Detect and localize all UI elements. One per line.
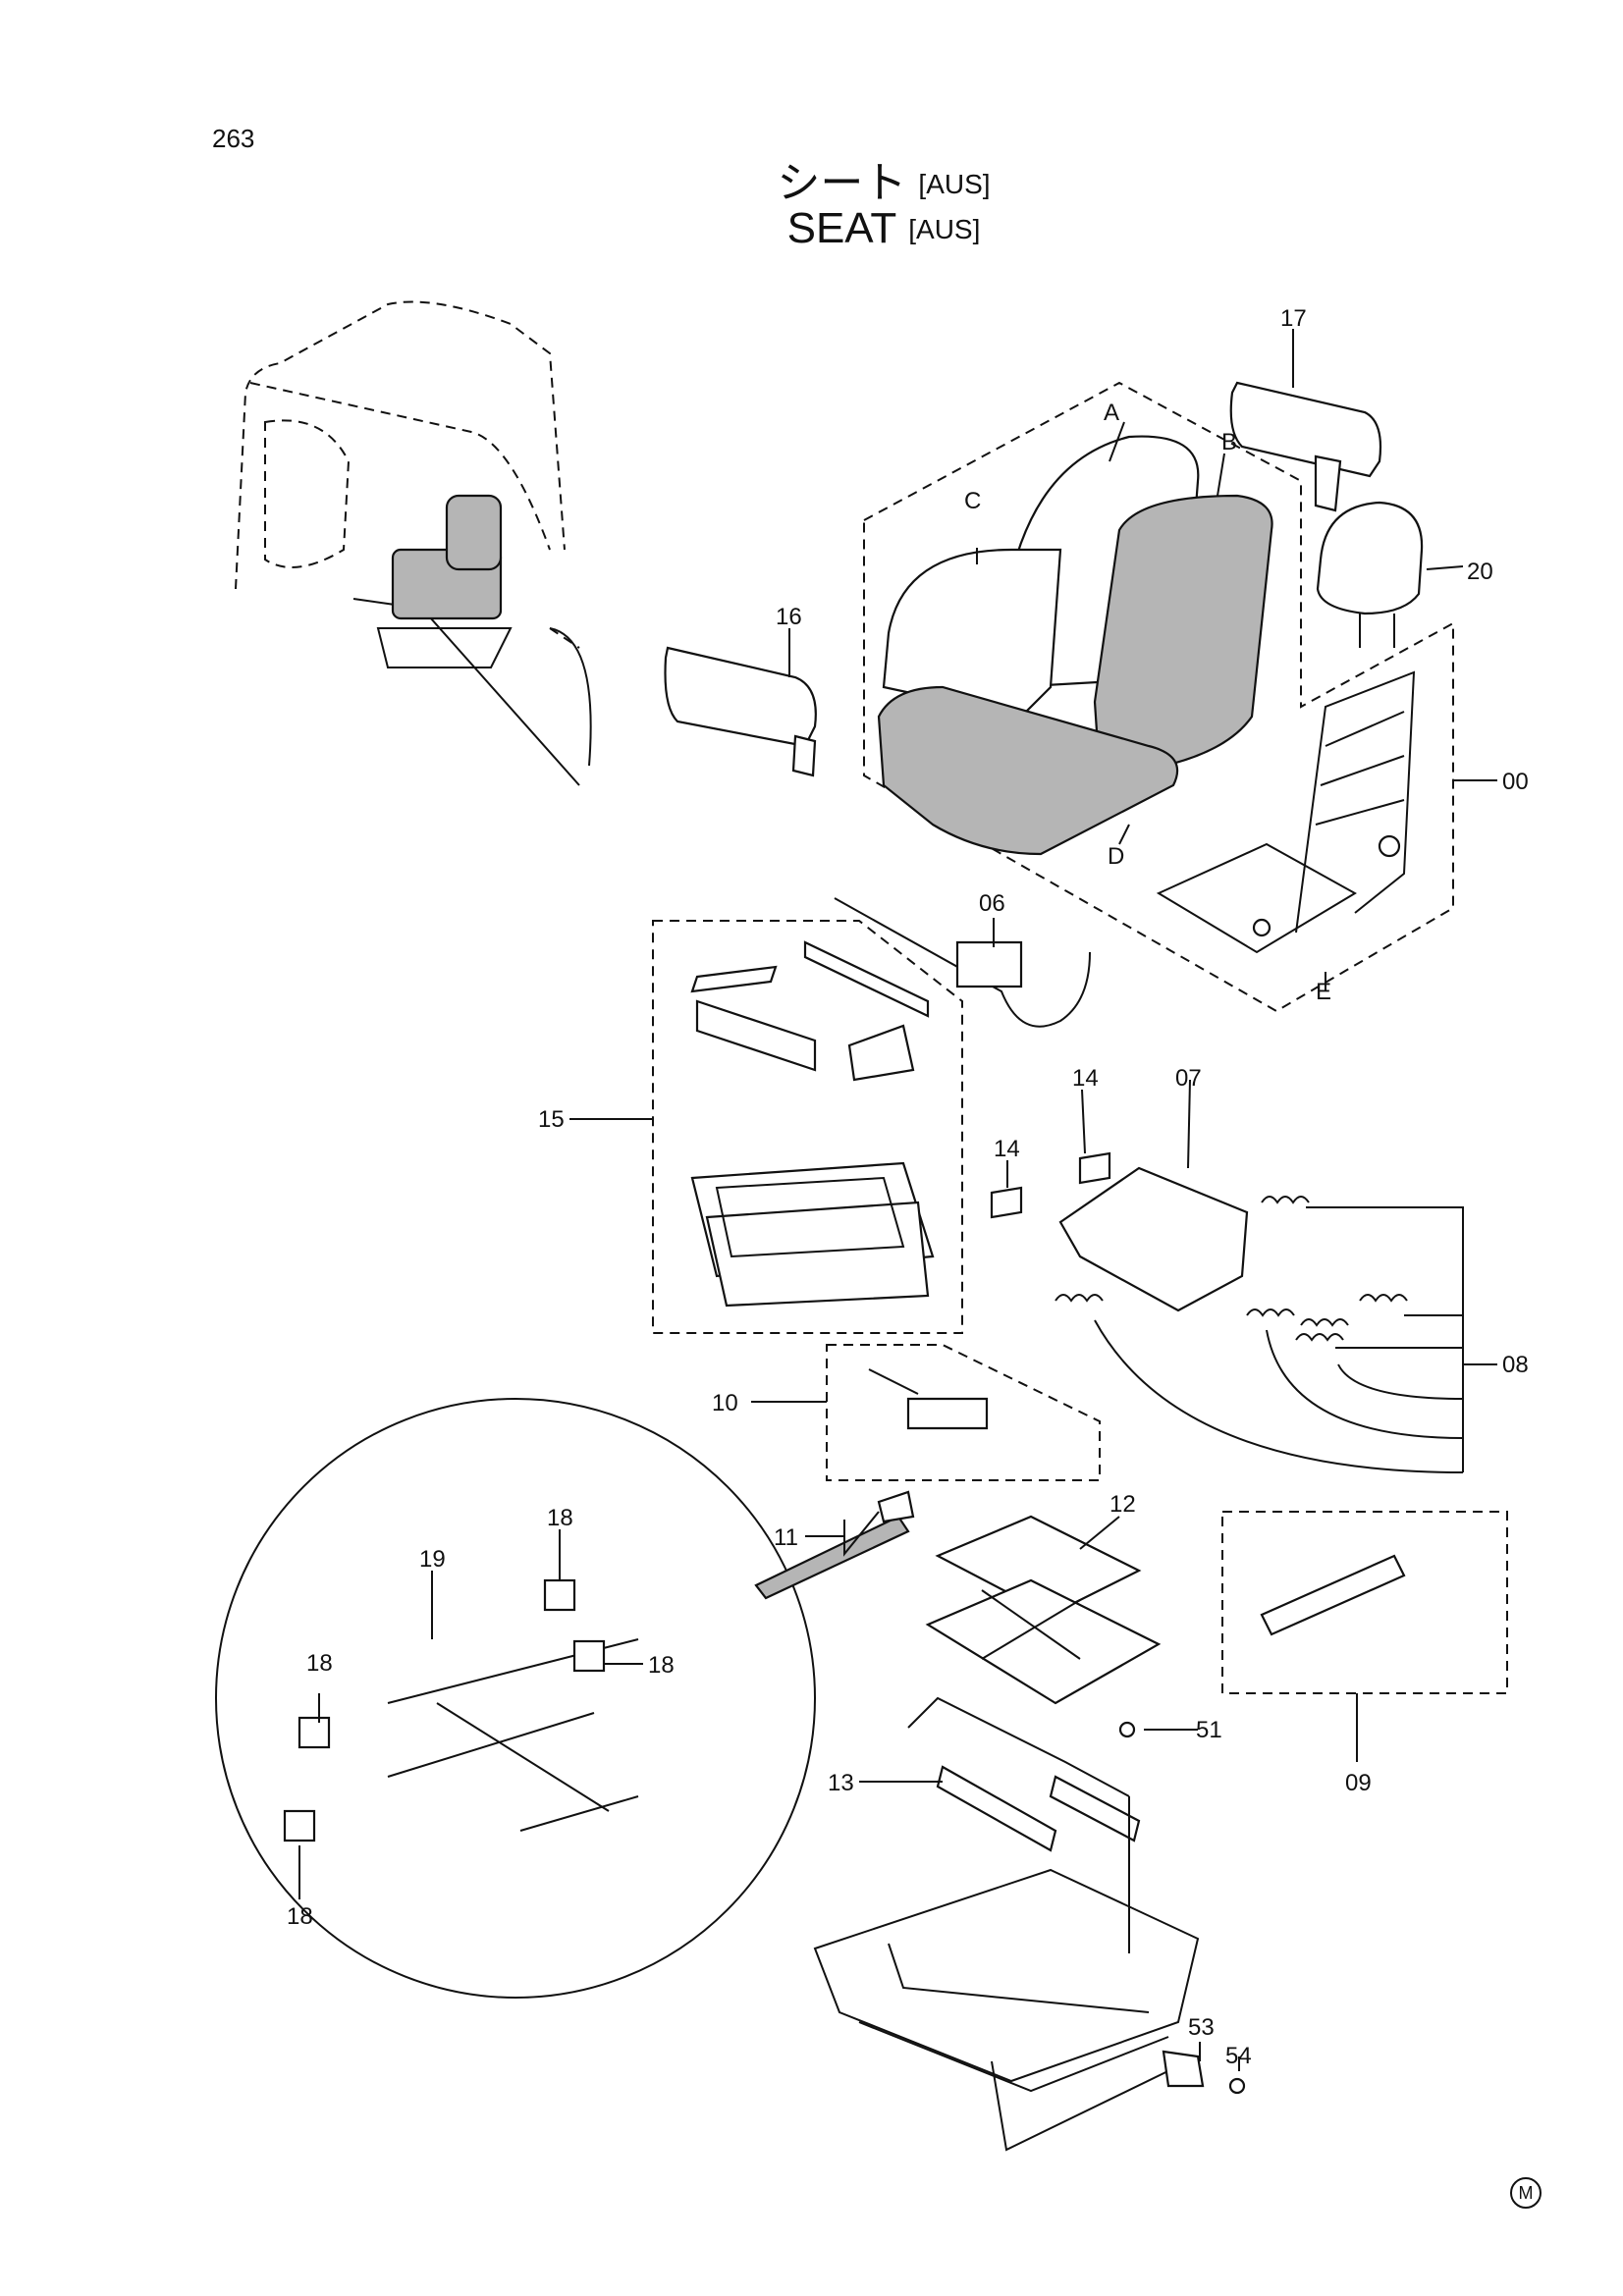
callout-10: 10 [712,1390,738,1416]
title-jp-text: シート [777,159,907,207]
callout-13: 13 [828,1770,854,1796]
callout-18-a: 18 [547,1505,573,1531]
corner-mark: M [1510,2177,1542,2209]
magnified-scissor-detail [215,1398,910,1999]
seat-assembly [863,381,1454,1013]
bolt-54 [1228,2077,1246,2095]
suspension-bracket [990,1151,1249,1312]
callout-00: 00 [1502,769,1529,795]
callout-14-lower: 14 [994,1136,1020,1162]
callout-12: 12 [1109,1491,1136,1518]
callout-51: 51 [1196,1717,1222,1743]
callout-D: D [1108,843,1124,870]
callout-C: C [964,488,981,514]
callout-54: 54 [1225,2043,1252,2069]
callout-11: 11 [774,1524,798,1551]
bolt-51 [1118,1721,1136,1738]
callout-17: 17 [1280,305,1307,332]
callout-07: 07 [1175,1065,1202,1092]
title-jp-tag: [AUS] [918,169,991,199]
title-japanese: シート [AUS] [0,147,1623,210]
height-handle [907,1696,1130,1797]
cable-label-plate [955,940,1023,988]
height-adjust-cable [834,897,1091,1028]
callout-09: 09 [1345,1770,1372,1796]
page-number: 263 [212,124,255,153]
shock-absorber-kit [1221,1511,1508,1762]
seat-back-cover [1093,494,1273,777]
armrest-left [664,646,817,777]
seat-cushion-top [882,548,1062,719]
callout-E: E [1316,979,1331,1005]
callout-18-d: 18 [287,1903,313,1930]
title-english: SEAT [AUS] [0,204,1623,253]
slide-rail-kit [652,920,963,1334]
seat-base-frame [813,1796,1205,2152]
callout-B: B [1221,429,1237,455]
callout-08: 08 [1502,1352,1529,1378]
callout-19: 19 [419,1546,446,1573]
cab-illustration [235,300,592,786]
title-en-text: SEAT [786,204,897,252]
callout-15: 15 [538,1106,565,1133]
callout-20: 20 [1467,559,1493,585]
callout-18-c: 18 [306,1650,333,1677]
callout-53: 53 [1188,2014,1215,2041]
callout-18-b: 18 [648,1652,675,1679]
armrest-right [1229,381,1382,512]
title-en-tag: [AUS] [908,214,981,244]
adjuster-kit [826,1344,1101,1481]
callout-A: A [1104,400,1119,426]
callout-16: 16 [776,604,802,630]
scissor-suspension [925,1515,1162,1705]
springs [1055,1196,1464,1473]
seat-bottom [877,685,1179,856]
headrest [1316,501,1424,648]
callout-06: 06 [979,890,1005,917]
callout-14-upper: 14 [1072,1065,1099,1092]
lever-clip [877,1490,915,1523]
